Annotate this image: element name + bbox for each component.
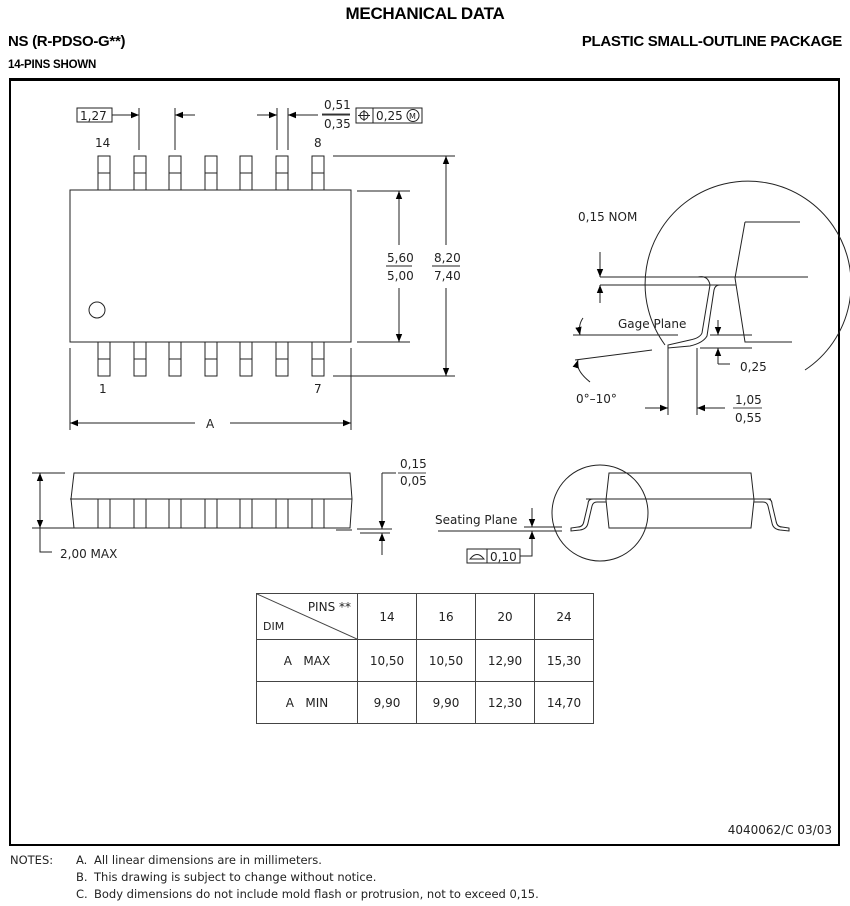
overall-width-min: 7,40 bbox=[434, 269, 461, 283]
table-cell: 15,30 bbox=[534, 639, 594, 682]
position-tolerance-value: 0,25 bbox=[376, 109, 403, 123]
pitch-value: 1,27 bbox=[80, 109, 107, 123]
angle-range: 0°–10° bbox=[576, 392, 617, 406]
detail-view bbox=[572, 180, 850, 415]
pin bbox=[239, 498, 253, 529]
table-header-row: PINS ** DIM 14 16 20 24 bbox=[256, 593, 594, 640]
header-pins: PINS ** bbox=[307, 600, 351, 614]
foot-length-min: 0,55 bbox=[735, 411, 762, 425]
column-header: 14 bbox=[357, 593, 417, 640]
top-view bbox=[69, 107, 460, 430]
note-item: B.This drawing is subject to change with… bbox=[76, 870, 377, 884]
table-cell: 12,30 bbox=[475, 681, 535, 724]
pin-label-8: 8 bbox=[314, 136, 322, 150]
column-header: 16 bbox=[416, 593, 476, 640]
body-width-max: 5,60 bbox=[387, 251, 414, 265]
pin bbox=[168, 341, 182, 377]
standoff-max: 0,15 bbox=[400, 457, 427, 471]
gage-height: 0,25 bbox=[740, 360, 767, 374]
note-item: C.Body dimensions do not include mold fl… bbox=[76, 887, 539, 901]
coplanarity-box bbox=[466, 548, 521, 564]
pin bbox=[204, 341, 218, 377]
overall-width-max: 8,20 bbox=[434, 251, 461, 265]
pin bbox=[168, 155, 182, 191]
pin-label-14: 14 bbox=[95, 136, 110, 150]
pin bbox=[311, 341, 325, 377]
pin bbox=[311, 498, 325, 529]
pins-shown-label: 14-PINS SHOWN bbox=[8, 59, 97, 71]
pin bbox=[97, 498, 111, 529]
package-code: NS (R-PDSO-G**) bbox=[8, 33, 126, 50]
pin bbox=[239, 341, 253, 377]
table-cell: 12,90 bbox=[475, 639, 535, 682]
gage-plane-label: Gage Plane bbox=[618, 317, 686, 331]
length-label-a: A bbox=[206, 417, 215, 431]
lead-width-max: 0,51 bbox=[324, 98, 351, 112]
table-cell: 10,50 bbox=[357, 639, 417, 682]
pin bbox=[97, 155, 111, 191]
bottom-pins bbox=[97, 341, 325, 377]
seating-plane-label: Seating Plane bbox=[435, 513, 517, 527]
position-tolerance-box bbox=[355, 107, 423, 124]
pin bbox=[275, 498, 289, 529]
pin bbox=[133, 341, 147, 377]
mmc-symbol: M bbox=[409, 112, 416, 121]
coplanarity-value: 0,10 bbox=[490, 550, 517, 564]
pin bbox=[275, 341, 289, 377]
row-label: A MAX bbox=[256, 639, 358, 682]
table-cell: 14,70 bbox=[534, 681, 594, 724]
document-id: 4040062/C 03/03 bbox=[727, 823, 832, 837]
package-body bbox=[69, 189, 352, 343]
pin bbox=[311, 155, 325, 191]
pin bbox=[204, 155, 218, 191]
pin bbox=[204, 498, 218, 529]
table-row: A MIN 9,90 9,90 12,30 14,70 bbox=[256, 681, 594, 724]
package-name: PLASTIC SMALL-OUTLINE PACKAGE bbox=[581, 33, 842, 50]
top-pins bbox=[97, 155, 325, 191]
table-row: A MAX 10,50 10,50 12,90 15,30 bbox=[256, 639, 594, 682]
pin bbox=[133, 498, 147, 529]
height-max: 2,00 MAX bbox=[60, 547, 117, 561]
lead-width-min: 0,35 bbox=[324, 117, 351, 131]
pin bbox=[168, 498, 182, 529]
lead-thickness: 0,15 NOM bbox=[578, 210, 637, 224]
body-width-min: 5,00 bbox=[387, 269, 414, 283]
column-header: 20 bbox=[475, 593, 535, 640]
pin-label-7: 7 bbox=[314, 382, 322, 396]
table-cell: 10,50 bbox=[416, 639, 476, 682]
side-view bbox=[32, 472, 396, 555]
note-item: A.All linear dimensions are in millimete… bbox=[76, 853, 322, 867]
standoff-min: 0,05 bbox=[400, 474, 427, 488]
pin-label-1: 1 bbox=[99, 382, 107, 396]
notes-label: NOTES: bbox=[10, 853, 54, 867]
table-corner-cell: PINS ** DIM bbox=[256, 593, 358, 640]
foot-length-max: 1,05 bbox=[735, 393, 762, 407]
pin bbox=[275, 155, 289, 191]
header-dim: DIM bbox=[263, 620, 285, 633]
pin bbox=[133, 155, 147, 191]
pin1-marker bbox=[88, 301, 106, 319]
pin bbox=[97, 341, 111, 377]
drawing-frame bbox=[9, 78, 840, 846]
dimension-table: PINS ** DIM 14 16 20 24 A MAX 10,50 10,5… bbox=[256, 593, 594, 724]
table-cell: 9,90 bbox=[416, 681, 476, 724]
page-title: MECHANICAL DATA bbox=[345, 4, 505, 23]
row-label: A MIN bbox=[256, 681, 358, 724]
table-cell: 9,90 bbox=[357, 681, 417, 724]
pin bbox=[239, 155, 253, 191]
seating-plane-view bbox=[438, 464, 790, 564]
column-header: 24 bbox=[534, 593, 594, 640]
